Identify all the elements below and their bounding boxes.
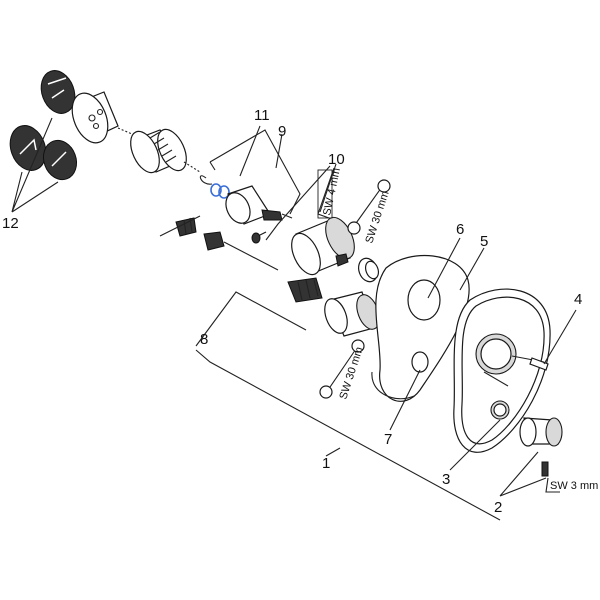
leader-4 — [543, 309, 577, 365]
hex-key-3mm — [545, 477, 560, 493]
o-rings — [210, 183, 230, 199]
check-valve-upper — [175, 217, 197, 237]
leader-9-11 — [209, 125, 301, 215]
wrench-30mm-lower — [319, 339, 365, 399]
retaining-clip — [199, 175, 213, 185]
sleeve-lower — [324, 291, 380, 337]
axis-line-a — [117, 127, 133, 135]
leader-12 — [11, 117, 59, 213]
check-valve-lower — [203, 231, 279, 271]
leader-3 — [449, 419, 501, 471]
spacer-ring — [357, 257, 380, 283]
callout-3: 3 — [442, 471, 450, 488]
tool-label-sw30-upper: SW 30 mm — [363, 189, 391, 244]
seal-ring-7 — [371, 371, 415, 400]
leader-5 — [459, 247, 485, 291]
leader-1 — [195, 349, 501, 521]
handle-knob — [71, 91, 119, 144]
axis-line-b — [183, 161, 201, 173]
leader-2 — [499, 451, 547, 497]
tool-label-sw30-lower: SW 30 mm — [337, 345, 365, 400]
handle-cap-middle — [9, 125, 47, 171]
callout-2: 2 — [494, 499, 502, 516]
callout-11: 11 — [254, 107, 270, 124]
callout-5: 5 — [480, 233, 488, 250]
leader-6 — [427, 237, 461, 299]
handle-cap-top — [40, 70, 76, 114]
small-screw — [251, 231, 267, 244]
leader-7 — [389, 369, 421, 431]
tool-label-sw3: SW 3 mm — [550, 480, 598, 492]
callout-10: 10 — [328, 151, 345, 168]
threaded-adapter — [130, 128, 187, 174]
callout-12: 12 — [2, 215, 19, 232]
cover-screw — [529, 357, 549, 371]
leader-10 — [265, 165, 331, 241]
wrench-30mm-upper — [347, 179, 391, 235]
callout-1: 1 — [322, 455, 330, 472]
leader-8 — [159, 215, 307, 347]
valve-body-connector — [287, 277, 323, 303]
callout-7: 7 — [384, 431, 392, 448]
callout-6: 6 — [456, 221, 464, 238]
callout-9: 9 — [278, 123, 286, 140]
callout-4: 4 — [574, 291, 582, 308]
tool-label-sw4-box — [317, 169, 333, 219]
sleeve-upper — [291, 216, 355, 276]
cover-plate — [453, 288, 551, 453]
grub-screw — [541, 461, 549, 477]
diverter-knob — [519, 417, 563, 447]
handle-cap-bottom — [42, 139, 78, 181]
callout-8: 8 — [200, 331, 208, 348]
